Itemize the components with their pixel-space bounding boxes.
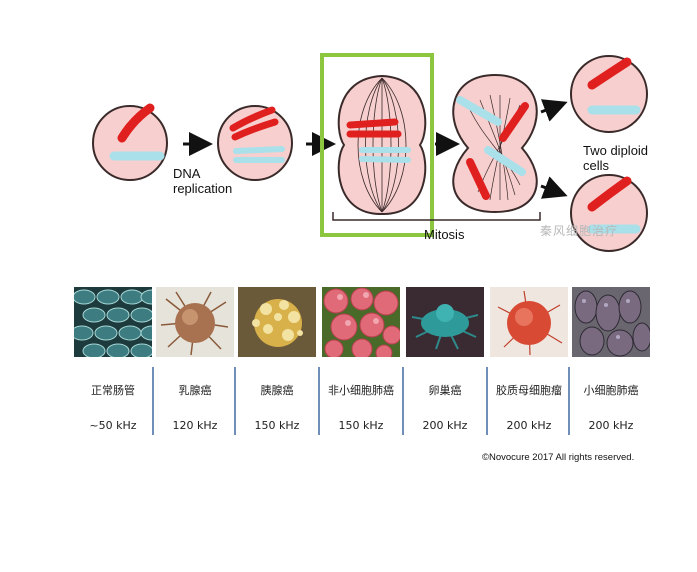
frequency-value: 120 kHz	[172, 419, 218, 432]
frequency-value: 200 kHz	[422, 419, 468, 432]
red-chromosome	[117, 103, 155, 143]
arrow	[540, 99, 568, 122]
tissue-name: 非小细胞肺癌	[328, 384, 394, 397]
watermark: 秦风细胞治疗	[540, 224, 619, 238]
normal-intestine-image	[74, 287, 152, 357]
replicated-cell	[217, 105, 293, 181]
metaphase-cell	[337, 74, 427, 216]
column-divider	[568, 367, 570, 435]
column-glioblastoma: 胶质母细胞瘤 200 kHz	[488, 287, 568, 447]
tissue-name: 胶质母细胞瘤	[496, 384, 562, 397]
column-divider	[318, 367, 320, 435]
two-diploid-label-line1: Two diploid	[583, 143, 649, 158]
dna-replication-label-line1: DNA	[173, 166, 201, 181]
ovarian-cancer-image	[406, 287, 484, 357]
column-nsclc: 非小细胞肺癌 150 kHz	[320, 287, 400, 447]
mitosis-bracket	[332, 212, 541, 221]
tissue-name: 卵巢癌	[428, 384, 462, 397]
dividing-cell	[452, 73, 538, 214]
column-normal-intestine: 正常肠管 ~50 kHz	[72, 287, 152, 447]
sclc-image	[572, 287, 650, 357]
tissue-name: 正常肠管	[91, 384, 135, 397]
tissue-name: 胰腺癌	[260, 384, 294, 397]
red-chromatid	[229, 106, 276, 132]
frequency-value: ~50 kHz	[89, 419, 137, 432]
highlight-box	[320, 53, 434, 237]
cell-division-diagram	[92, 53, 648, 252]
column-divider	[234, 367, 236, 435]
daughter-cell-top	[570, 55, 648, 133]
nsclc-image	[322, 287, 400, 357]
frequency-value: 200 kHz	[506, 419, 552, 432]
column-divider	[486, 367, 488, 435]
frequency-value: 150 kHz	[254, 419, 300, 432]
arrow	[540, 176, 568, 199]
column-breast-cancer: 乳腺癌 120 kHz	[154, 287, 234, 447]
frequency-table: 正常肠管 ~50 kHz 乳腺癌 120 kHz 胰腺癌	[72, 287, 652, 447]
column-divider	[152, 367, 154, 435]
red-chromatid	[231, 118, 279, 141]
frequency-value: 150 kHz	[338, 419, 384, 432]
daughter-cell-bottom	[570, 174, 648, 252]
column-sclc: 小细胞肺癌 200 kHz	[570, 287, 650, 447]
dna-replication-label-line2: replication	[173, 181, 233, 196]
two-diploid-label-line2: cells	[583, 158, 610, 173]
frequency-value: 200 kHz	[588, 419, 634, 432]
breast-cancer-image	[156, 287, 234, 357]
column-pancreatic-cancer: 胰腺癌 150 kHz	[236, 287, 316, 447]
glioblastoma-image	[490, 287, 568, 357]
column-divider	[402, 367, 404, 435]
parent-cell	[92, 103, 168, 181]
column-ovarian-cancer: 卵巢癌 200 kHz	[404, 287, 484, 447]
tissue-name: 乳腺癌	[178, 384, 212, 397]
mitosis-label: Mitosis	[424, 227, 465, 242]
copyright-notice: ©Novocure 2017 All rights reserved.	[482, 452, 635, 463]
blue-chromatid	[233, 146, 285, 154]
tissue-name: 小细胞肺癌	[583, 384, 639, 397]
pancreatic-cancer-image	[238, 287, 316, 357]
